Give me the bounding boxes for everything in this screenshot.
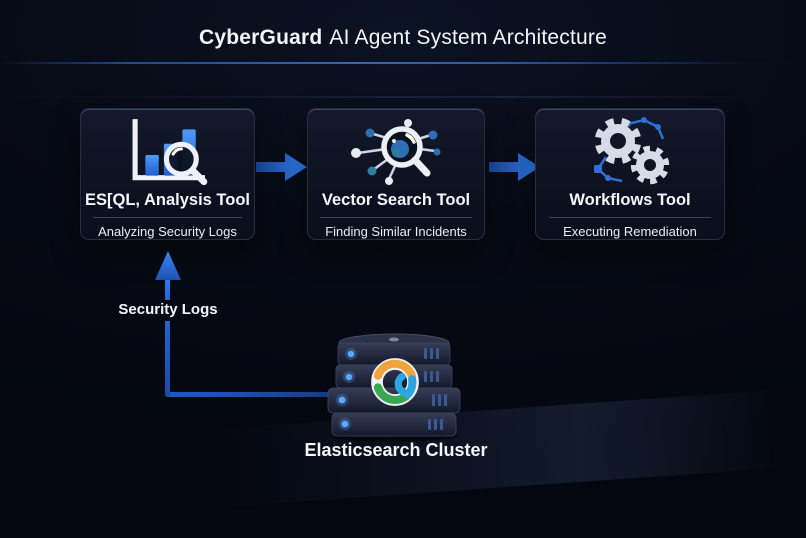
icon-wrap: [344, 114, 448, 192]
arrow-vector-to-workflows-icon: [489, 153, 540, 181]
tool-subtitle: Analyzing Security Logs: [98, 223, 237, 239]
tool-name: Vector Search Tool: [321, 191, 471, 209]
card-divider: [549, 216, 711, 218]
connector-horizontal-line: [165, 392, 333, 397]
elasticsearch-logo-icon: [371, 358, 419, 406]
connector-vertical-line-lower: [165, 321, 170, 397]
bar-chart-search-icon: [132, 119, 207, 186]
page-title-rest: AI Agent System Architecture: [329, 26, 607, 49]
tool-name: ES[QL, Analysis Tool: [84, 191, 251, 209]
page-title: CyberGuard AI Agent System Architecture: [0, 26, 806, 50]
tool-card-vector-search: Vector Search Tool Finding Similar Incid…: [307, 108, 485, 240]
icon-wrap: [578, 114, 682, 192]
workflow-gears-icon: [594, 117, 670, 185]
arrow-cluster-to-esql-head-icon: [155, 251, 181, 280]
page-title-brand: CyberGuard: [199, 26, 323, 49]
tool-subtitle: Executing Remediation: [563, 223, 697, 239]
card-divider: [93, 216, 242, 218]
icon-wrap: [118, 114, 218, 192]
card-divider: [320, 216, 472, 218]
tool-card-esql-analysis: ES[QL, Analysis Tool Analyzing Security …: [80, 108, 255, 240]
tool-card-workflows: Workflows Tool Executing Remediation: [535, 108, 725, 240]
arrow-esql-to-vector-icon: [256, 153, 307, 181]
security-logs-label: Security Logs: [118, 301, 218, 318]
tool-subtitle: Finding Similar Incidents: [325, 223, 467, 239]
gear-small: [630, 145, 670, 185]
cluster-label: Elasticsearch Cluster: [304, 440, 488, 460]
title-underline: [0, 62, 806, 64]
tool-name: Workflows Tool: [569, 191, 691, 209]
vector-search-icon: [351, 119, 441, 185]
background-streak: [0, 96, 806, 98]
connector-vertical-line-upper: [165, 279, 170, 300]
